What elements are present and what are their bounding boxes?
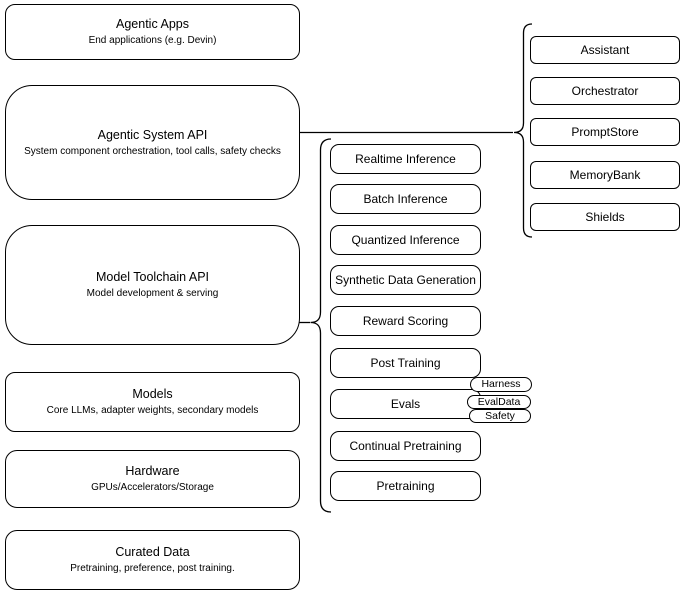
node-label: Realtime Inference xyxy=(355,152,456,166)
node-label: MemoryBank xyxy=(569,168,641,182)
node-hardware: Hardware GPUs/Accelerators/Storage xyxy=(5,450,300,508)
node-evals: Evals xyxy=(330,389,481,419)
node-agentic-system-api: Agentic System API System component orch… xyxy=(5,85,300,200)
node-label: Batch Inference xyxy=(363,192,448,206)
node-quantized-inference: Quantized Inference xyxy=(330,225,481,255)
node-label: Orchestrator xyxy=(571,84,639,98)
node-post-training: Post Training xyxy=(330,348,481,378)
node-title: Agentic System API xyxy=(97,127,208,142)
node-orchestrator: Orchestrator xyxy=(530,77,680,105)
tag-label: Harness xyxy=(481,378,521,390)
node-model-toolchain-api: Model Toolchain API Model development & … xyxy=(5,225,300,345)
node-curated-data: Curated Data Pretraining, preference, po… xyxy=(5,530,300,590)
node-label: Evals xyxy=(390,397,421,411)
node-continual-pretraining: Continual Pretraining xyxy=(330,431,481,461)
node-agentic-apps: Agentic Apps End applications (e.g. Devi… xyxy=(5,4,300,60)
node-label: Continual Pretraining xyxy=(349,439,462,453)
tag-harness: Harness xyxy=(470,377,532,392)
node-subtitle: Core LLMs, adapter weights, secondary mo… xyxy=(46,405,259,416)
tag-evaldata: EvalData xyxy=(467,395,531,409)
node-batch-inference: Batch Inference xyxy=(330,184,481,214)
node-subtitle: Model development & serving xyxy=(86,288,219,299)
node-label: Quantized Inference xyxy=(351,233,460,247)
node-assistant: Assistant xyxy=(530,36,680,64)
middle-group-brace xyxy=(310,138,332,513)
node-synthetic-data-generation: Synthetic Data Generation xyxy=(330,265,481,295)
tag-label: EvalData xyxy=(477,395,521,408)
node-title: Hardware xyxy=(125,464,180,478)
node-realtime-inference: Realtime Inference xyxy=(330,144,481,174)
node-label: Pretraining xyxy=(376,479,435,493)
node-label: Reward Scoring xyxy=(362,314,449,328)
node-promptstore: PromptStore xyxy=(530,118,680,146)
node-subtitle: Pretraining, preference, post training. xyxy=(70,563,235,574)
node-label: Post Training xyxy=(370,356,441,370)
node-shields: Shields xyxy=(530,203,680,231)
node-pretraining: Pretraining xyxy=(330,471,481,501)
node-reward-scoring: Reward Scoring xyxy=(330,306,481,336)
node-label: PromptStore xyxy=(571,125,639,139)
node-models: Models Core LLMs, adapter weights, secon… xyxy=(5,372,300,432)
node-subtitle: GPUs/Accelerators/Storage xyxy=(91,482,214,493)
tag-safety: Safety xyxy=(469,409,531,423)
node-label: Shields xyxy=(585,210,625,224)
tag-label: Safety xyxy=(485,409,515,422)
node-label: Synthetic Data Generation xyxy=(335,273,476,287)
node-subtitle: End applications (e.g. Devin) xyxy=(88,35,217,46)
node-label: Assistant xyxy=(580,43,630,57)
node-title: Agentic Apps xyxy=(116,17,189,31)
node-title: Curated Data xyxy=(115,545,190,559)
node-title: Model Toolchain API xyxy=(95,270,210,284)
node-subtitle: System component orchestration, tool cal… xyxy=(24,145,281,157)
node-title: Models xyxy=(132,387,173,401)
node-memorybank: MemoryBank xyxy=(530,161,680,189)
